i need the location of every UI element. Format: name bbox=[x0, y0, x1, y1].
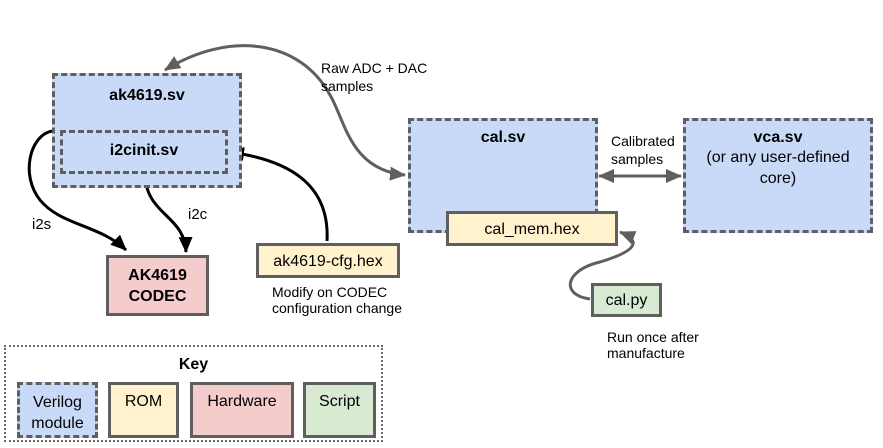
calibrated-line2: samples bbox=[611, 151, 664, 167]
calibrated-line1: Calibrated bbox=[611, 133, 675, 149]
cal-py-label: cal.py bbox=[605, 292, 648, 309]
cfg-note-line1: Modify on CODEC bbox=[272, 284, 388, 300]
codec-line1: AK4619 bbox=[128, 267, 187, 284]
raw-samples-wire bbox=[164, 44, 406, 181]
raw-samples-label: Raw ADC + DAC samples bbox=[321, 60, 427, 94]
i2s-wire bbox=[27, 129, 128, 252]
ak4619-codec-hardware: AK4619 CODEC bbox=[106, 255, 209, 316]
key-verilog-line2: module bbox=[31, 415, 84, 432]
i2s-label: i2s bbox=[32, 216, 52, 233]
key-rom-label: ROM bbox=[124, 393, 163, 410]
key-verilog-module: Verilog module bbox=[17, 382, 98, 438]
calpy-note-line1: Run once after bbox=[607, 329, 699, 345]
cfg-hex-wire bbox=[228, 147, 329, 242]
cfg-note-line2: configuration change bbox=[272, 300, 402, 316]
key-rom: ROM bbox=[108, 382, 179, 438]
cal-py-script: cal.py bbox=[591, 283, 662, 317]
cfg-hex-label: ak4619-cfg.hex bbox=[273, 253, 383, 270]
i2c-label: i2c bbox=[188, 206, 208, 223]
calibrated-samples-label: Calibrated samples bbox=[611, 133, 675, 167]
key-legend: Key bbox=[4, 345, 383, 442]
calpy-wire bbox=[568, 230, 637, 301]
raw-samples-line2: samples bbox=[321, 78, 374, 94]
cal-mem-hex-label: cal_mem.hex bbox=[484, 221, 580, 238]
key-title: Key bbox=[178, 356, 209, 373]
vca-title: vca.sv bbox=[753, 129, 803, 146]
key-script-label: Script bbox=[319, 393, 360, 410]
calpy-note: Run once after manufacture bbox=[607, 329, 699, 361]
vca-subtitle: (or any user-defined core) bbox=[706, 149, 850, 187]
raw-samples-line1: Raw ADC + DAC bbox=[321, 60, 428, 76]
codec-line2: CODEC bbox=[128, 288, 187, 305]
key-verilog-line1: Verilog bbox=[33, 394, 82, 411]
vca-module: vca.sv (or any user-defined core) bbox=[683, 118, 873, 233]
calpy-note-line2: manufacture bbox=[607, 345, 685, 361]
cfg-hex-rom: ak4619-cfg.hex bbox=[256, 243, 400, 278]
ak4619-title: ak4619.sv bbox=[109, 87, 185, 104]
i2cinit-module: i2cinit.sv bbox=[60, 130, 228, 174]
key-hardware-label: Hardware bbox=[207, 393, 277, 410]
key-script: Script bbox=[303, 382, 376, 438]
cal-title: cal.sv bbox=[480, 129, 526, 146]
key-hardware: Hardware bbox=[190, 382, 294, 438]
cfg-note: Modify on CODEC configuration change bbox=[272, 284, 402, 316]
i2cinit-title: i2cinit.sv bbox=[109, 142, 179, 159]
cal-mem-hex-rom: cal_mem.hex bbox=[446, 211, 618, 246]
